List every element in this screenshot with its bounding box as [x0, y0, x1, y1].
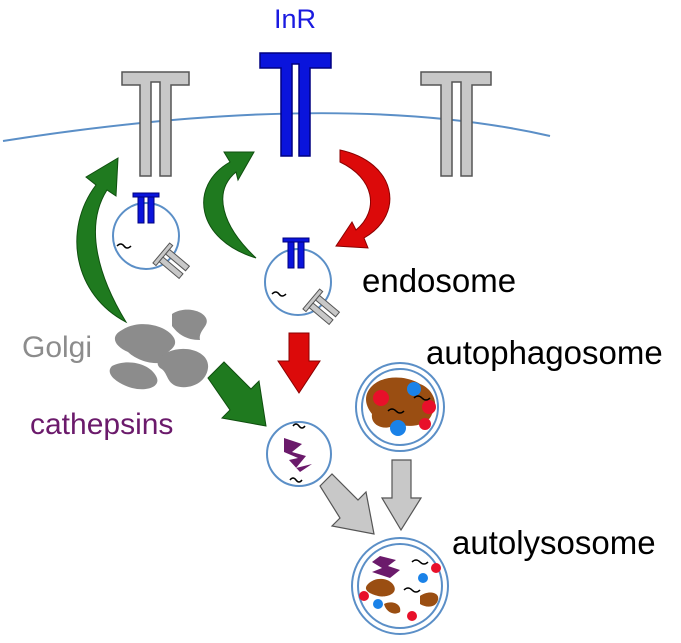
recycling-vesicle: [112, 192, 194, 283]
endosome-to-lysosome-arrow: [277, 332, 321, 394]
autophagosome-fusion-arrow: [380, 459, 423, 532]
internalization-arrow: [335, 149, 391, 249]
autophagosome-vesicle: [355, 362, 445, 452]
cathepsin-symbol: [284, 438, 312, 472]
receptor-inr-active: [259, 52, 332, 157]
golgi-label: Golgi: [22, 331, 93, 364]
autophagosome-label: autophagosome: [426, 334, 663, 371]
recycling-arrow: [203, 151, 257, 259]
endosome-vesicle: [264, 237, 344, 329]
autolysosome-label: autolysosome: [452, 524, 656, 561]
receptor-inactive-right: [420, 71, 492, 177]
lysosome-fusion-arrow: [319, 473, 375, 535]
cathepsin-delivery-arrow: [207, 361, 267, 427]
receptor-inactive-left: [121, 71, 190, 177]
autolysosome-vesicle: [351, 537, 449, 635]
golgi-to-surface-arrow: [76, 157, 128, 324]
golgi-apparatus: [109, 309, 209, 390]
lysosome-vesicle: [266, 421, 332, 487]
endosome-label: endosome: [362, 262, 517, 299]
cathepsins-label: cathepsins: [30, 408, 174, 441]
inr-label: InR: [274, 4, 317, 34]
